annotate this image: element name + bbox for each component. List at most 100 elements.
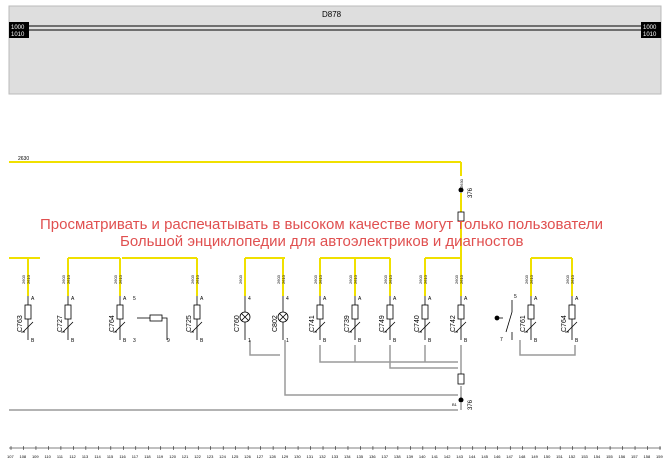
sensor-resistor-icon [64, 304, 72, 320]
wire-number: 2603 [524, 274, 529, 284]
watermark-line-2: Большой энциклопедии для автоэлектриков … [120, 233, 523, 250]
ruler-label: 130 [294, 454, 301, 459]
ruler-label: 109 [32, 454, 39, 459]
right-tag-top: 1000 [643, 25, 657, 31]
ruler-label: 146 [494, 454, 501, 459]
component-name: C760 [234, 315, 241, 332]
sensor-resistor-icon [386, 304, 394, 320]
aux-pin: 9 [167, 338, 170, 344]
pot-pin-top: 5 [133, 296, 136, 302]
ruler-label: 131 [307, 454, 314, 459]
ground-point-icon [458, 187, 464, 193]
left-tag-bottom: 1010 [11, 32, 25, 38]
pin-top-label: A [31, 296, 35, 302]
wire-number: 2610 [353, 274, 358, 284]
pin-bottom-label: B [31, 338, 35, 344]
wire-number: 2610 [281, 274, 286, 284]
component-name: C761 [520, 315, 527, 332]
connector-bottom-ref: 376 [468, 399, 474, 410]
ruler-label: 153 [581, 454, 588, 459]
ruler-label: 132 [319, 454, 326, 459]
pin-top-label: A [123, 296, 127, 302]
sensor-resistor-icon [527, 304, 535, 320]
wire-number: 2610 [570, 274, 575, 284]
wire-number: 2603 [21, 274, 26, 284]
switch-pin-top: 5 [514, 294, 517, 300]
ruler-label: 124 [219, 454, 226, 459]
sensor-resistor-icon [116, 304, 124, 320]
ruler-label: 133 [332, 454, 339, 459]
ruler-label: 137 [381, 454, 388, 459]
wire-number: 2603 [276, 274, 281, 284]
pin-top-label: A [534, 296, 538, 302]
ruler-label: 126 [244, 454, 251, 459]
ruler-label: 134 [344, 454, 351, 459]
component-name: C741 [309, 315, 316, 332]
connector-top-ref: 376 [468, 187, 474, 198]
wire-number: 2610 [459, 274, 464, 284]
pin-top-label: A [428, 296, 432, 302]
pin-bottom-label: 1 [286, 338, 289, 344]
ruler-label: 135 [356, 454, 363, 459]
ruler-label: 107 [7, 454, 14, 459]
pin-top-label: A [393, 296, 397, 302]
sensor-arrow-icon [418, 321, 431, 333]
ruler-label: 143 [456, 454, 463, 459]
ruler-label: 123 [207, 454, 214, 459]
component-name: C742 [450, 315, 457, 332]
switch-extras [494, 300, 513, 340]
pin-bottom-label: B [71, 338, 75, 344]
sensor-resistor-icon [316, 304, 324, 320]
wire-number: 2603 [454, 274, 459, 284]
ruler-label: 141 [431, 454, 438, 459]
component-name: C764 [109, 315, 116, 332]
sensor-arrow-icon [524, 321, 537, 333]
wire-number: 2603 [418, 274, 423, 284]
ecu-title: D878 [322, 10, 342, 19]
wire-number: 2610 [26, 274, 31, 284]
pin-top-label: A [200, 296, 204, 302]
sensor-resistor-icon [457, 304, 465, 320]
potentiometer-extras [137, 314, 168, 340]
ruler-label: 147 [506, 454, 513, 459]
pin-bottom-label: B [358, 338, 362, 344]
pin-top-label: A [464, 296, 468, 302]
ruler-label: 113 [82, 454, 89, 459]
ruler-label: 154 [594, 454, 601, 459]
pin-bottom-label: B [393, 338, 397, 344]
wire-number: 2603 [313, 274, 318, 284]
sensor-resistor-icon [193, 304, 201, 320]
pin-top-label: A [323, 296, 327, 302]
ruler-label: 142 [444, 454, 451, 459]
sensor-arrow-icon [348, 321, 361, 333]
component-name: C739 [344, 315, 351, 332]
ruler-label: 116 [119, 454, 126, 459]
sensor-resistor-icon [568, 304, 576, 320]
sensor-arrow-icon [113, 321, 126, 333]
sensor-arrow-icon [21, 321, 34, 333]
ruler-label: 156 [619, 454, 626, 459]
ruler-label: 122 [194, 454, 201, 459]
pin-top-label: 4 [286, 296, 289, 302]
ruler-label: 111 [57, 454, 64, 459]
ruler-label: 144 [469, 454, 476, 459]
pin-bottom-label: B [428, 338, 432, 344]
component-name: C763 [17, 315, 24, 332]
ruler-label: 138 [394, 454, 401, 459]
bus-label: 2630 [18, 156, 29, 162]
ruler-label: 128 [269, 454, 276, 459]
ruler-label: 145 [481, 454, 488, 459]
pin-bottom-label: B [123, 338, 127, 344]
ecu-block [8, 5, 662, 95]
pin-top-label: A [71, 296, 75, 302]
ruler-label: 151 [556, 454, 563, 459]
ruler-label: 139 [406, 454, 413, 459]
left-tag-top: 1000 [11, 25, 25, 31]
pot-pin-bottom: 3 [133, 338, 136, 344]
